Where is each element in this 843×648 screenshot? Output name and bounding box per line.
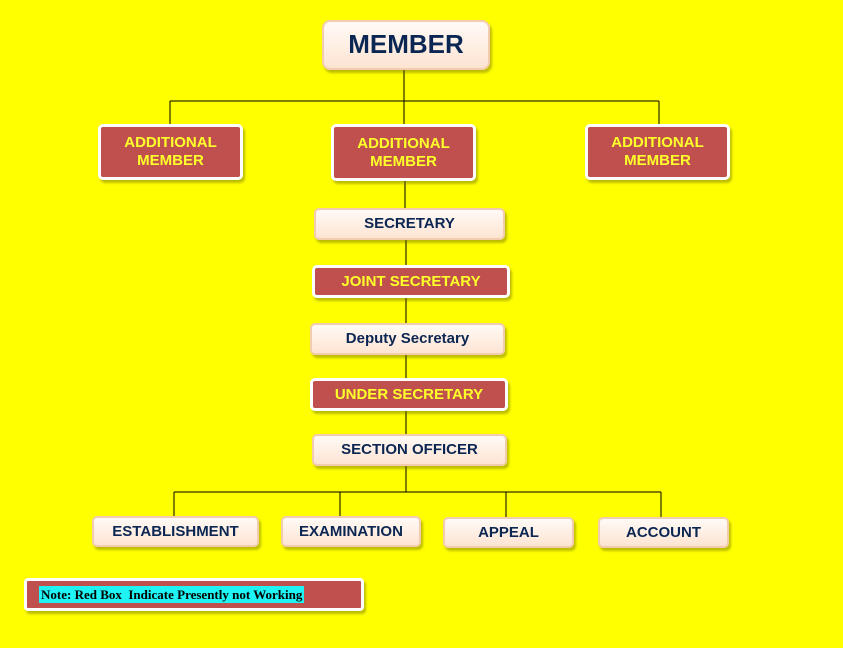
deputy-secretary-label: Deputy Secretary [345,330,470,347]
additional-member-box-2: ADDITIONAL MEMBER [331,124,476,181]
establishment-box: ESTABLISHMENT [92,516,259,547]
secretary-label: SECRETARY [364,215,455,232]
establishment-label: ESTABLISHMENT [112,522,239,540]
joint-secretary-box: JOINT SECRETARY [312,265,510,298]
account-label: ACCOUNT [626,523,701,541]
joint-secretary-label: JOINT SECRETARY [341,272,481,290]
additional-member-label: ADDITIONAL MEMBER [611,134,704,169]
section-officer-box: SECTION OFFICER [312,434,507,466]
under-secretary-box: UNDER SECRETARY [310,378,508,411]
under-secretary-label: UNDER SECRETARY [334,385,484,403]
member-box: MEMBER [322,20,490,70]
note-box: Note: Red Box Indicate Presently not Wor… [24,578,364,611]
appeal-label: APPEAL [478,523,539,541]
additional-member-label: ADDITIONAL MEMBER [124,134,217,169]
additional-member-box-3: ADDITIONAL MEMBER [585,124,730,180]
deputy-secretary-box: Deputy Secretary [310,323,505,355]
note-text: Note: Red Box Indicate Presently not Wor… [39,586,305,603]
appeal-box: APPEAL [443,517,574,548]
additional-member-label: ADDITIONAL MEMBER [357,134,450,170]
additional-member-box-1: ADDITIONAL MEMBER [98,124,243,180]
examination-label: EXAMINATION [299,522,403,540]
section-officer-label: SECTION OFFICER [341,441,478,458]
secretary-box: SECRETARY [314,208,505,240]
member-label: MEMBER [348,29,464,60]
account-box: ACCOUNT [598,517,729,548]
examination-box: EXAMINATION [281,516,421,547]
